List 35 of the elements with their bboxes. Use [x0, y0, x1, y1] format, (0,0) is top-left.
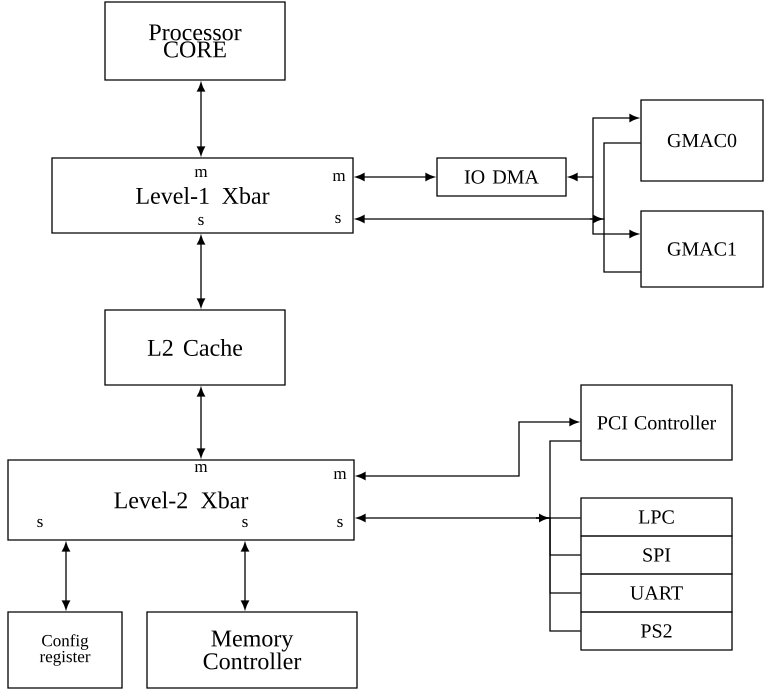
- bus-line: [536, 517, 580, 632]
- arrow: [356, 418, 579, 480]
- block-box: Processor CORE: [104, 1, 286, 81]
- block-box: IO DMA: [436, 157, 567, 197]
- port-label: m: [194, 464, 208, 472]
- block-box: UART: [580, 573, 733, 613]
- block-box: GMAC0: [640, 99, 764, 182]
- bus-arrow: [568, 173, 593, 181]
- block-box: Config register: [7, 611, 123, 689]
- arrow: [355, 173, 435, 181]
- arrow: [197, 387, 205, 458]
- arrow: [592, 177, 639, 238]
- arrow: [592, 114, 639, 177]
- port-label: s: [337, 518, 343, 528]
- block-box: L2 Cache: [104, 309, 286, 386]
- block-box: Memory Controller: [146, 611, 358, 689]
- port-label: s: [198, 216, 204, 226]
- port-label: m: [334, 471, 346, 480]
- bus-arrow: [356, 514, 548, 522]
- arrow: [197, 235, 205, 308]
- arrow: [241, 542, 249, 610]
- port-label: s: [37, 518, 43, 528]
- block-box: GMAC1: [640, 210, 764, 288]
- port-label: s: [242, 518, 248, 528]
- port-label: s: [335, 214, 341, 224]
- block-box: PS2: [580, 611, 733, 651]
- block-box: LPC: [580, 497, 733, 537]
- bus-arrow: [355, 215, 602, 223]
- arrow: [197, 82, 205, 156]
- block-box: PCI Controller: [580, 384, 733, 461]
- bus-line: [590, 218, 640, 273]
- port-label: m: [194, 169, 208, 177]
- arrow: [62, 542, 70, 610]
- port-label: m: [332, 173, 346, 181]
- block-box: SPI: [580, 535, 733, 575]
